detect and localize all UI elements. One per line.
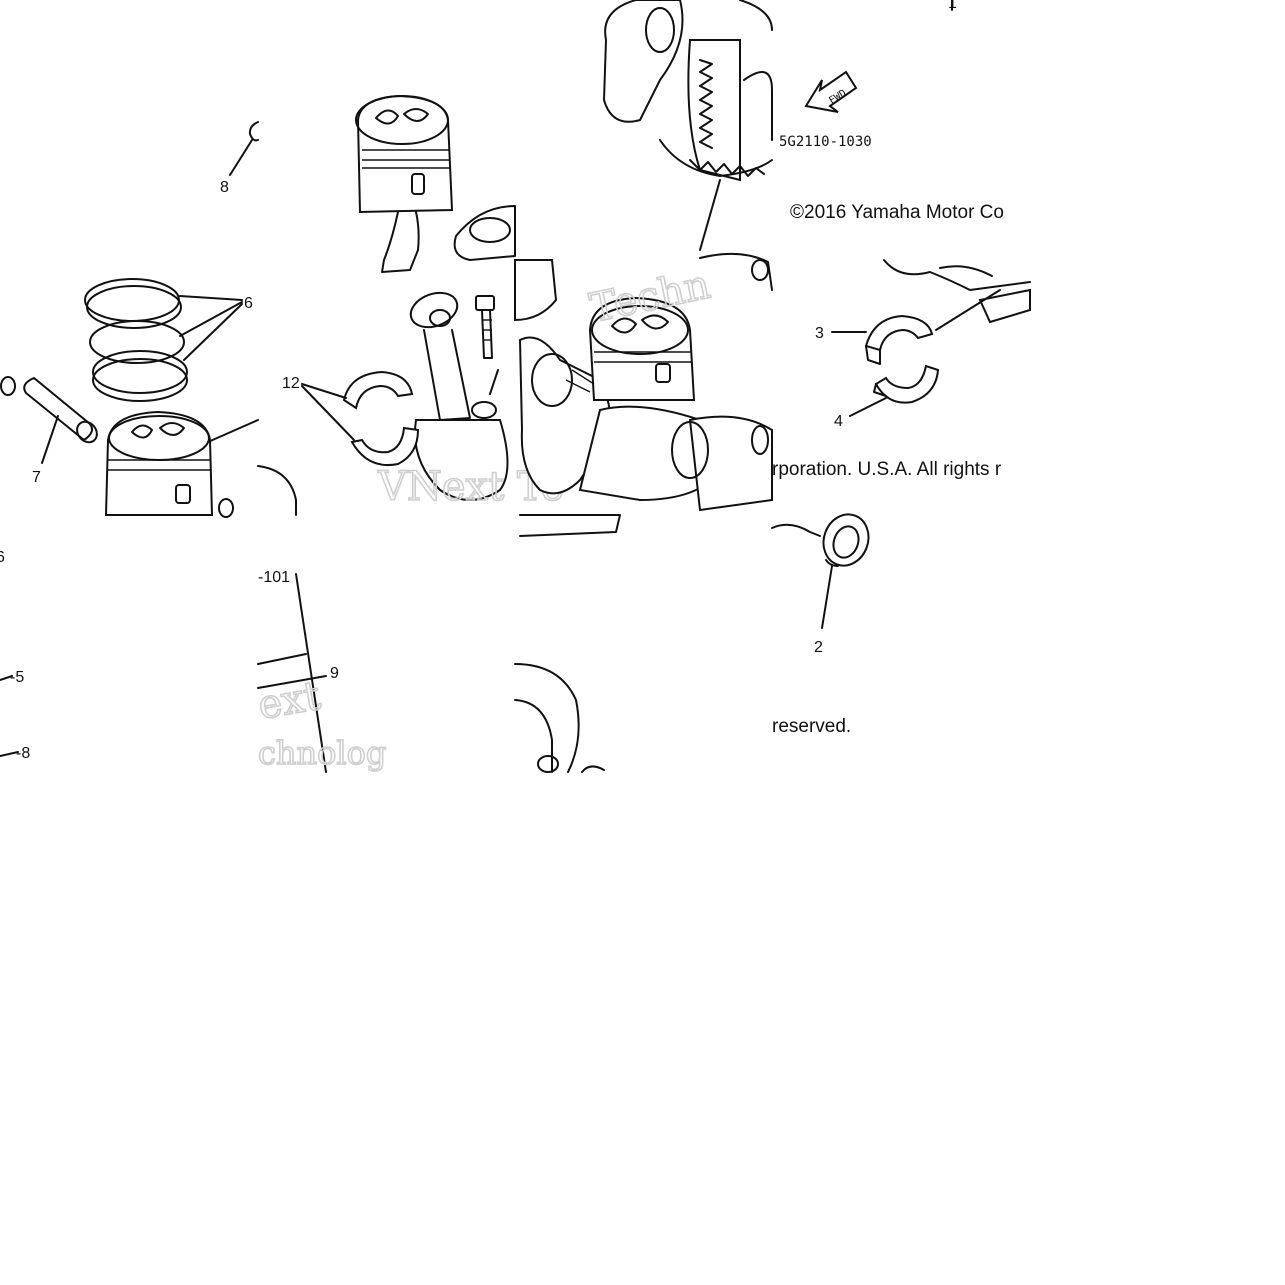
bearing-4-part [873,364,940,404]
callout-2: 2 [814,639,823,656]
leader-12a [301,383,347,399]
callout-7: 7 [32,469,41,486]
crank-gear-part [687,39,741,182]
leader-piston [207,419,259,443]
tile-fwd-code: 1 FWD 5G2110-1030 ©2016 Yamaha Motor Co [779,0,1004,223]
tile-bearings: 3 4 rporation. U.S.A. All rights r [772,259,1031,480]
piston-rings-part [84,278,188,402]
tile-bottom-left: 6 -5 -8 [0,549,30,762]
leader-4 [849,397,887,417]
part-code-label: 5G2110-1030 [779,134,872,150]
circlip-part [248,121,259,142]
leader-8 [229,139,253,176]
fwd-arrow: FWD [804,70,858,113]
leader-6a [179,295,243,301]
crank-web-part [602,0,684,123]
piston-edge-part [257,465,297,516]
bearing-3-part [864,314,934,365]
copyright-line-2: rporation. U.S.A. All rights r [772,459,1002,480]
oil-seal-part [822,513,870,567]
leader-bolt [489,369,499,395]
tile-piston-conrod: 12 VNext Te [282,94,565,511]
watermark-ext: ext [254,673,323,729]
clip-left-part [0,376,16,396]
gear-teeth [699,59,713,149]
conrod-bolt-part [475,295,495,359]
callout-12: 12 [282,375,300,392]
callout-5: -5 [10,669,24,686]
leader-gear [699,179,721,251]
tile-bottom-crank [514,514,621,773]
callout-8: 8 [220,179,229,196]
leader-7 [41,415,59,464]
copyright-line-1: ©2016 Yamaha Motor Co [790,202,1004,223]
piston-part-left [104,410,214,516]
fragment-101: -101 [258,569,290,586]
callout-1: 1 [948,0,957,12]
callout-8-fragment: -8 [16,745,30,762]
second-piston-edge [453,205,516,261]
bearing-12-part [342,370,420,466]
watermark-chnolog: chnolog [258,734,386,772]
piston-pin-part [23,376,98,444]
tile-crankshaft-lower: Techn [514,252,773,512]
callout-3: 3 [815,325,824,342]
leader-6b [179,301,243,337]
tile-oil-seal: 2 reserved. [771,513,870,737]
leader-12b [301,385,355,441]
leader-9 [295,573,327,773]
callout-9: 9 [330,665,339,682]
crank-lower-part [514,663,580,773]
tile-bottom-center: -101 9 ext chnolog [254,569,387,773]
tile-piston-rings: 8 6 7 [0,121,297,518]
callout-6: 6 [244,295,253,312]
callout-6-fragment: 6 [0,549,5,566]
copyright-line-3: reserved. [772,716,851,737]
tile-crankshaft-upper [602,0,773,251]
callout-4: 4 [834,413,843,430]
piston-part-center [355,94,454,273]
leader-6c [183,303,243,361]
connecting-rod-part [409,291,509,501]
leader-2 [821,565,833,629]
